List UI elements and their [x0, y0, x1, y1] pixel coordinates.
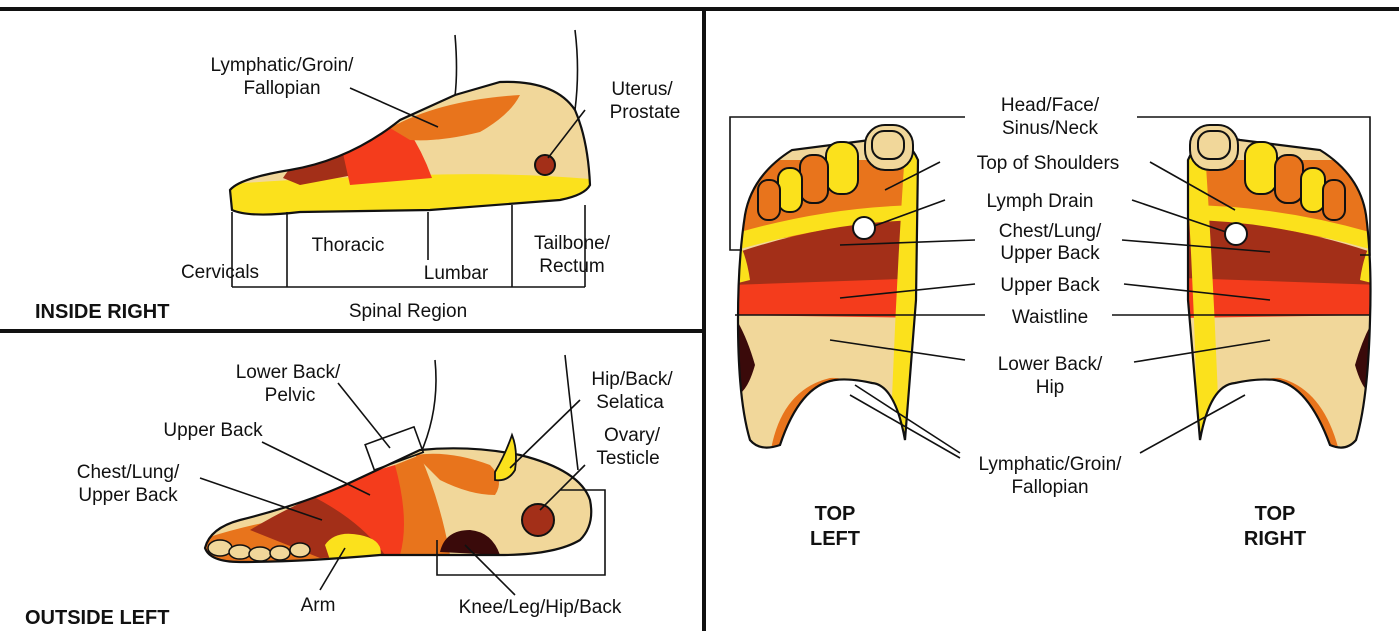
label-head-face: Head/Face/	[1001, 95, 1100, 116]
label-cervicals: Cervicals	[181, 262, 259, 283]
title-outside-left: OUTSIDE LEFT	[25, 607, 169, 629]
label-arm: Arm	[301, 595, 336, 616]
title-top-left-line1: TOP	[815, 503, 856, 525]
label-upper-back-2-outside: Upper Back	[78, 485, 178, 506]
label-lumbar: Lumbar	[424, 263, 489, 284]
label-upper-back-chest-top: Upper Back	[1000, 243, 1100, 264]
top-right-foot	[1180, 120, 1380, 460]
label-top-of-shoulders: Top of Shoulders	[977, 153, 1120, 174]
label-ovary: Ovary/	[604, 425, 661, 446]
label-lymphatic-groin-inside: Lymphatic/Groin/	[211, 55, 355, 76]
label-uterus: Uterus/	[611, 79, 673, 100]
label-fallopian-inside: Fallopian	[243, 78, 320, 99]
top-left-foot	[730, 120, 930, 460]
label-fallopian-top: Fallopian	[1011, 477, 1088, 498]
label-knee-leg-hip-back: Knee/Leg/Hip/Back	[459, 597, 622, 618]
label-upper-back-top: Upper Back	[1000, 275, 1100, 296]
label-lower-back-top: Lower Back/	[998, 354, 1103, 375]
label-sinus-neck: Sinus/Neck	[1002, 118, 1099, 139]
label-lymphatic-groin-top: Lymphatic/Groin/	[979, 454, 1123, 475]
label-chest-lung-outside: Chest/Lung/	[77, 462, 180, 483]
label-testicle: Testicle	[596, 448, 659, 469]
label-tailbone: Tailbone/	[534, 233, 611, 254]
title-top-right-line2: RIGHT	[1244, 528, 1306, 550]
label-waistline: Waistline	[1012, 307, 1088, 328]
title-top-right-line1: TOP	[1255, 503, 1296, 525]
label-hip-back: Hip/Back/	[591, 369, 673, 390]
label-upper-back-outside: Upper Back	[163, 420, 263, 441]
label-selatica: Selatica	[596, 392, 664, 413]
outside-left-foot	[200, 355, 600, 570]
label-thoracic: Thoracic	[312, 235, 385, 256]
label-hip-top: Hip	[1036, 377, 1065, 398]
label-chest-lung-top: Chest/Lung/	[999, 221, 1102, 242]
title-inside-right: INSIDE RIGHT	[35, 301, 169, 323]
title-top-left-line2: LEFT	[810, 528, 860, 550]
label-rectum: Rectum	[539, 256, 604, 277]
label-lower-back: Lower Back/	[236, 362, 341, 383]
label-pelvic: Pelvic	[265, 385, 316, 406]
label-prostate: Prostate	[610, 102, 681, 123]
label-lymph-drain: Lymph Drain	[986, 191, 1093, 212]
label-spinal-region: Spinal Region	[349, 301, 467, 322]
